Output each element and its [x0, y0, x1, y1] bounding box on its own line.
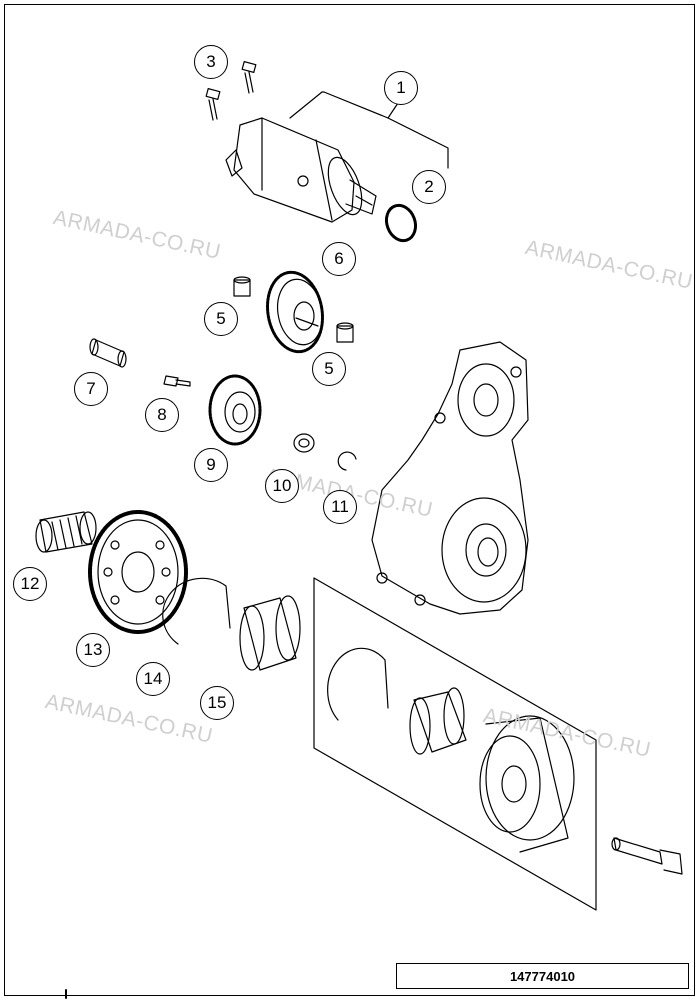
- starter-motor: [225, 117, 377, 223]
- leader-lines: [289, 91, 449, 169]
- gear-9: [208, 374, 262, 446]
- callout-11: 11: [323, 490, 357, 524]
- callout-5b: 5: [312, 352, 346, 386]
- callout-3: 3: [194, 45, 228, 79]
- bushing-5b: [336, 322, 354, 343]
- callout-10: 10: [265, 469, 299, 503]
- circlip-11: [337, 451, 357, 471]
- screw-8: [163, 375, 191, 387]
- o-ring: [384, 203, 418, 243]
- screw-3a: [241, 60, 257, 94]
- needle-bearing-12: [35, 511, 97, 553]
- screw-3b: [205, 87, 221, 121]
- washer-10: [293, 433, 315, 453]
- freewheel-15: [239, 595, 301, 671]
- ignition-cover: [371, 341, 529, 615]
- bolt: [611, 837, 683, 875]
- callout-12: 12: [13, 567, 47, 601]
- callout-9: 9: [194, 448, 228, 482]
- document-number: 147774010: [396, 963, 689, 989]
- starter-ring-gear-13: [88, 510, 188, 634]
- bushing-7: [89, 338, 127, 368]
- assembly-panel: [313, 577, 597, 911]
- page-border: [4, 4, 695, 996]
- callout-7: 7: [74, 372, 108, 406]
- bushing-5a: [233, 276, 251, 297]
- callout-14: 14: [136, 662, 170, 696]
- callout-5a: 5: [204, 302, 238, 336]
- intermediate-gear: [266, 270, 324, 354]
- callout-8: 8: [145, 398, 179, 432]
- callout-2: 2: [412, 170, 446, 204]
- callout-6: 6: [322, 242, 356, 276]
- callout-13: 13: [76, 633, 110, 667]
- callout-1: 1: [384, 71, 418, 105]
- circlip-14: [162, 577, 231, 645]
- callout-15: 15: [200, 686, 234, 720]
